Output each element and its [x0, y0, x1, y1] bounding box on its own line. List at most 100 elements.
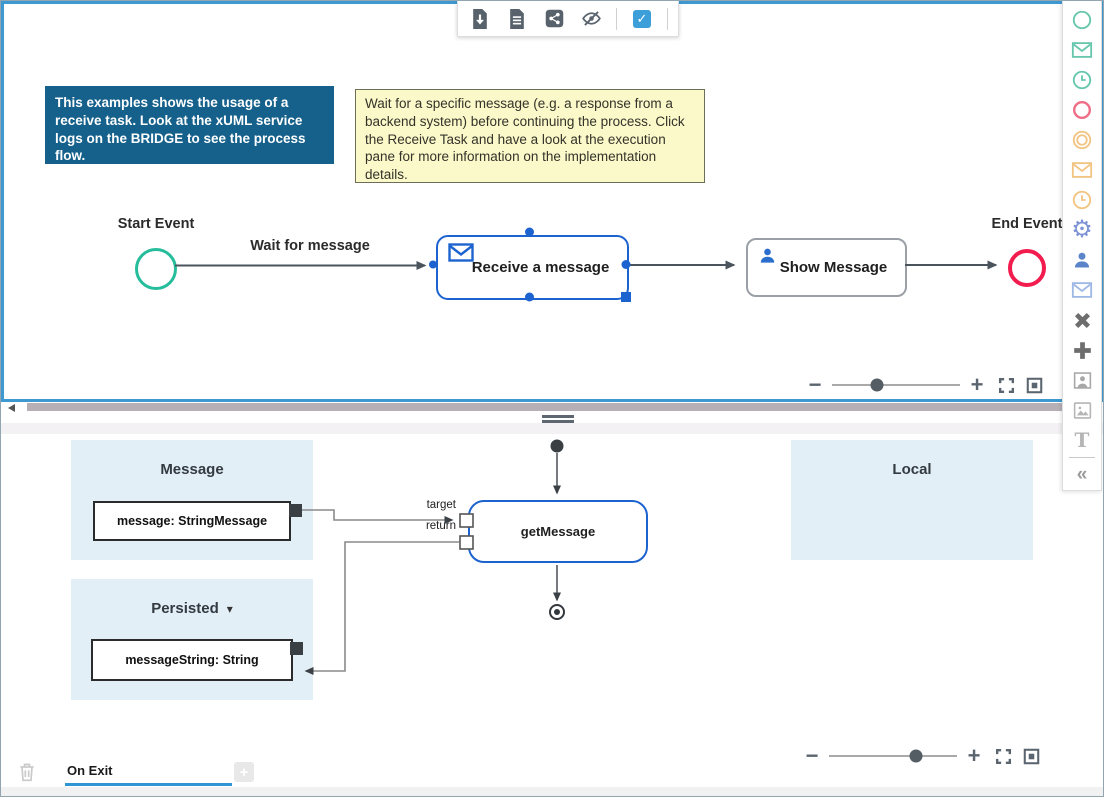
note-annotation-box[interactable]: Wait for a specific message (e.g. a resp… [355, 89, 705, 183]
fit-to-screen-button[interactable] [1025, 376, 1044, 395]
persisted-object-node[interactable]: messageString: String [91, 639, 293, 681]
toolbar-separator [667, 7, 668, 30]
message-start-event-icon [1071, 42, 1093, 58]
palette-item-parallel-gateway[interactable] [1064, 335, 1100, 365]
zoom-slider-knob[interactable] [909, 749, 923, 763]
start-event-icon [1072, 10, 1092, 30]
tab-on-exit[interactable]: On Exit [65, 763, 232, 786]
horizontal-scrollbar[interactable] [1, 402, 1103, 414]
start-event-label: Start Event [117, 216, 195, 232]
fit-to-screen-button[interactable] [1022, 747, 1041, 766]
scrollbar-thumb[interactable] [27, 403, 1063, 411]
parallel-gateway-icon [1073, 341, 1091, 359]
palette-item-user-task[interactable] [1064, 245, 1100, 275]
service-task-icon: ⚙ [1071, 216, 1093, 243]
intermediate-event-icon [1072, 130, 1092, 150]
palette-item-service-task[interactable]: ⚙ [1064, 215, 1100, 245]
receive-task-icon [1071, 282, 1093, 298]
exclusive-gateway-icon [1074, 312, 1090, 328]
share-icon [545, 9, 563, 28]
annotation-toolbar: ✓ [457, 1, 679, 37]
checkbox-check-icon: ✓ [633, 9, 651, 28]
report-document-button[interactable] [505, 7, 529, 31]
splitter-strip [1, 423, 1103, 434]
palette-item-exclusive-gateway[interactable] [1064, 305, 1100, 335]
participant-icon [1073, 371, 1091, 389]
user-task-node[interactable]: Show Message [746, 238, 907, 297]
timer-intermediate-event-icon [1072, 190, 1092, 210]
return-port-label: return [425, 520, 456, 532]
palette-item-start-event[interactable] [1064, 5, 1100, 35]
palette-item-timer-start-event[interactable] [1064, 65, 1100, 95]
palette-item-intermediate-event[interactable] [1064, 125, 1100, 155]
zoom-in-button[interactable]: + [967, 743, 981, 768]
palette-item-message-start-event[interactable] [1064, 35, 1100, 65]
annotations-visible-checkbox[interactable]: ✓ [630, 7, 654, 31]
zoom-in-button[interactable]: + [970, 372, 984, 397]
sequence-flow-label: Wait for message [250, 238, 370, 254]
mapping-diagram-pane[interactable]: Message Persisted ▾ Local message: String… [1, 434, 1103, 796]
report-document-icon [510, 8, 524, 29]
user-task-icon [1074, 252, 1090, 268]
collapse-palette-icon: « [1076, 464, 1088, 485]
trash-icon [20, 763, 34, 782]
info-annotation-box[interactable]: This examples shows the usage of a recei… [45, 86, 334, 164]
shape-palette: ⚙ T « [1062, 1, 1102, 491]
local-panel[interactable]: Local [791, 440, 1033, 560]
action-node-getmessage[interactable]: getMessage [468, 500, 648, 563]
timer-start-event-icon [1072, 70, 1092, 90]
zoom-slider[interactable] [832, 378, 960, 392]
active-tab-underline [65, 783, 232, 786]
tab-label: On Exit [67, 763, 113, 778]
zoom-out-button[interactable]: − [805, 743, 819, 768]
message-intermediate-event-icon [1071, 162, 1093, 178]
palette-item-message-intermediate-event[interactable] [1064, 155, 1100, 185]
palette-item-text-annotation[interactable]: T [1064, 425, 1100, 455]
persisted-panel-title: Persisted ▾ [71, 600, 313, 617]
receive-task-label: Receive a message [471, 259, 610, 276]
fullscreen-button[interactable] [994, 747, 1013, 766]
pane-splitter[interactable] [1, 414, 1103, 423]
chevron-down-icon[interactable]: ▾ [226, 602, 233, 616]
message-panel[interactable]: Message [71, 440, 313, 560]
collapse-palette-button[interactable]: « [1064, 460, 1100, 490]
zoom-slider[interactable] [829, 749, 957, 763]
process-diagram-pane[interactable]: This examples shows the usage of a recei… [1, 1, 1103, 402]
text-annotation-icon: T [1074, 428, 1090, 452]
toolbar-separator [616, 7, 617, 30]
image-annotation-icon [1073, 401, 1091, 419]
palette-item-timer-intermediate-event[interactable] [1064, 185, 1100, 215]
palette-item-image-annotation[interactable] [1064, 395, 1100, 425]
user-task-label: Show Message [779, 259, 888, 276]
hide-annotations-button[interactable] [579, 7, 603, 31]
start-event-node[interactable] [135, 248, 177, 290]
end-event-label: End Event [991, 216, 1063, 232]
export-model-icon [473, 8, 487, 29]
scroll-left-icon[interactable] [8, 404, 15, 412]
footer-strip [1, 787, 1103, 796]
receive-task-node[interactable]: Receive a message [436, 235, 629, 300]
delete-tab-button[interactable] [17, 761, 37, 788]
palette-item-participant[interactable] [1064, 365, 1100, 395]
end-event-icon [1073, 101, 1091, 119]
palette-item-receive-task[interactable] [1064, 275, 1100, 305]
add-tab-button[interactable]: + [234, 762, 254, 782]
hide-annotations-icon [581, 11, 601, 26]
local-panel-title: Local [892, 461, 932, 478]
message-object-node[interactable]: message: StringMessage [93, 501, 291, 541]
fullscreen-button[interactable] [997, 376, 1016, 395]
zoom-out-button[interactable]: − [808, 372, 822, 397]
zoom-controls-bottom: − + [801, 743, 1059, 769]
zoom-slider-knob[interactable] [870, 378, 884, 392]
persisted-title-text: Persisted [151, 600, 219, 617]
palette-divider [1069, 457, 1095, 458]
share-button[interactable] [542, 7, 566, 31]
export-model-button[interactable] [468, 7, 492, 31]
pane-resize-handle-icon[interactable] [542, 415, 574, 423]
zoom-controls-top: − + [804, 372, 1062, 398]
palette-item-end-event[interactable] [1064, 95, 1100, 125]
end-event-node[interactable] [1008, 249, 1046, 287]
user-icon [758, 246, 777, 269]
message-envelope-icon [448, 243, 474, 266]
